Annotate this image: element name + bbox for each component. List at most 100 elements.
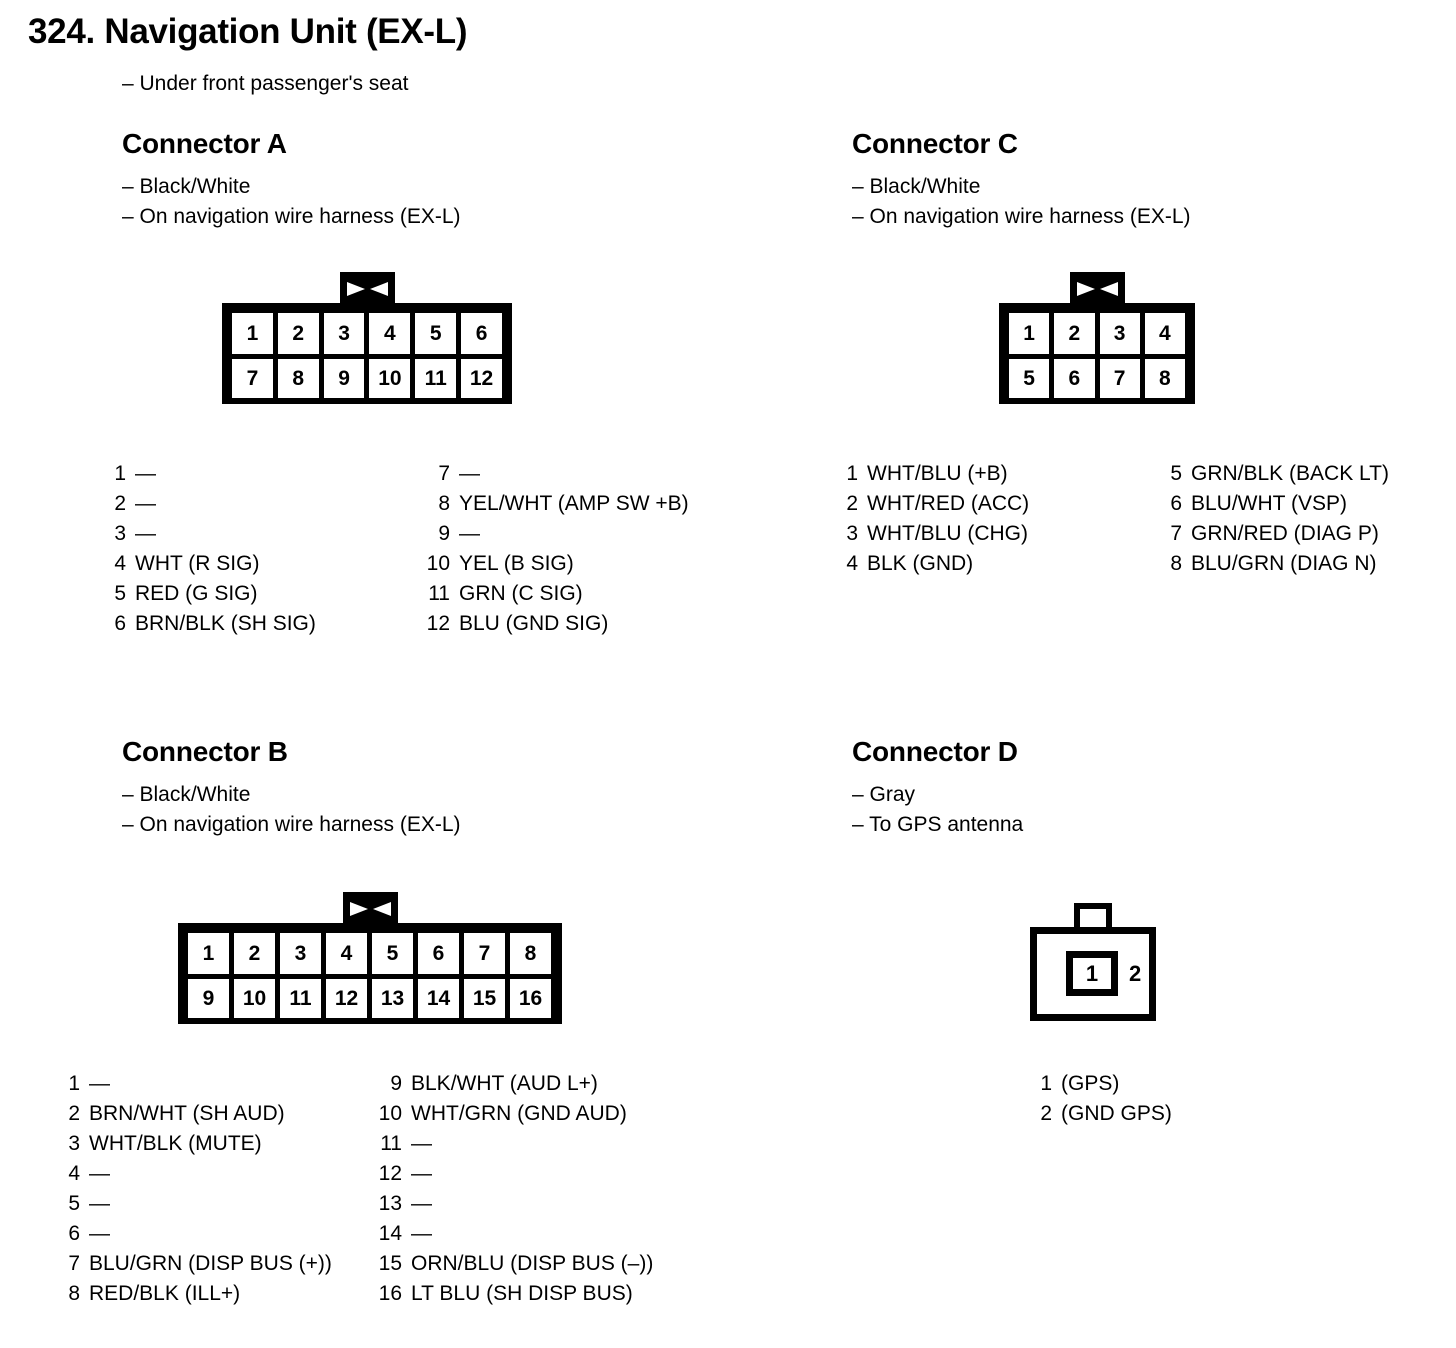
pin-number: 12	[426, 612, 450, 635]
pin-number: 3	[846, 522, 858, 545]
pin-cell: 6	[1054, 359, 1095, 398]
pin-line: 4—	[50, 1159, 332, 1189]
pin-description: YEL (B SIG)	[459, 552, 574, 575]
pin-description: —	[135, 492, 156, 515]
pin-cell: 14	[418, 979, 459, 1018]
pin-line: 12 BLU (GND SIG)	[420, 609, 689, 639]
connector-d-shell	[1030, 927, 1156, 1021]
coax-center-pin: 1	[1066, 951, 1118, 996]
pin-line: 2—	[96, 489, 316, 519]
pin-number: 6	[68, 1222, 80, 1245]
connector-b-title: Connector B	[122, 736, 288, 767]
pin-number: 3	[68, 1132, 80, 1155]
pin-description: —	[89, 1222, 110, 1245]
pin-cell: 4	[1144, 313, 1185, 354]
latch-tab-icon	[1070, 272, 1125, 305]
latch-tab-icon	[343, 892, 398, 925]
connector-a-note-location: – On navigation wire harness (EX-L)	[122, 205, 461, 228]
pin-description: WHT/GRN (GND AUD)	[411, 1102, 627, 1125]
pin-description: BRN/BLK (SH SIG)	[135, 612, 316, 635]
pin-number: 7	[1170, 522, 1182, 545]
pin-description: —	[411, 1132, 432, 1155]
pin-description: WHT/BLK (MUTE)	[89, 1132, 262, 1155]
connector-d-block: Connector D – Gray – To GPS antenna	[852, 736, 1023, 840]
connector-a-title: Connector A	[122, 128, 287, 159]
pin-line: 8 BLU/GRN (DIAG N)	[1152, 549, 1389, 579]
pin-line: 3 WHT/BLK (MUTE)	[50, 1129, 332, 1159]
pin-row: 1 2 3 4 5 6 7 8	[188, 933, 552, 974]
bowtie-latch-icon	[1077, 281, 1118, 296]
pin-description: LT BLU (SH DISP BUS)	[411, 1282, 633, 1305]
pin-cell: 3	[1099, 313, 1140, 354]
pin-description: —	[411, 1162, 432, 1185]
pin-line: 11—	[372, 1129, 653, 1159]
connector-c-diagram: 1 2 3 4 5 6 7 8	[999, 272, 1195, 404]
pin-cell: 10	[234, 979, 275, 1018]
pin-description: BLU (GND SIG)	[459, 612, 609, 635]
pin-cell: 15	[464, 979, 505, 1018]
pin-description: —	[459, 522, 480, 545]
connector-b-block: Connector B – Black/White – On navigatio…	[122, 736, 461, 840]
connector-c-title: Connector C	[852, 128, 1018, 159]
pin-number: 3	[114, 522, 126, 545]
pin-row: 5 6 7 8	[1009, 359, 1185, 398]
pin-number: 2	[1040, 1102, 1052, 1125]
pin-description: —	[135, 522, 156, 545]
pin-cell: 6	[461, 313, 502, 354]
pin-description: GRN/RED (DIAG P)	[1191, 522, 1379, 545]
pin-line: 2(GND GPS)	[1022, 1099, 1172, 1129]
pin-cell: 13	[372, 979, 413, 1018]
pin-number: 9	[390, 1072, 402, 1095]
pin-description: BLK (GND)	[867, 552, 974, 575]
pin-cell: 2	[1054, 313, 1095, 354]
pin-cell: 7	[232, 359, 273, 398]
pin-cell: 4	[369, 313, 411, 354]
pin-number: 12	[378, 1162, 402, 1185]
connector-a-note-color: – Black/White	[122, 175, 251, 198]
coax-latch-tab-icon	[1074, 903, 1112, 929]
pin-line: 7 GRN/RED (DIAG P)	[1152, 519, 1389, 549]
connector-d-note-location: – To GPS antenna	[852, 813, 1024, 836]
pin-cell: 2	[234, 933, 275, 974]
pin-number: 11	[428, 582, 450, 605]
pin-line: 16 LT BLU (SH DISP BUS)	[372, 1279, 653, 1309]
connector-d-notes: – Gray – To GPS antenna	[852, 780, 1023, 840]
pin-line: 9—	[420, 519, 689, 549]
pin-line: 1—	[96, 459, 316, 489]
pin-number: 8	[1170, 552, 1182, 575]
coax-shield-pin-label: 2	[1129, 961, 1142, 986]
pin-cell: 5	[415, 313, 457, 354]
connector-c-block: Connector C – Black/White – On navigatio…	[852, 128, 1191, 232]
pin-number: 4	[68, 1162, 80, 1185]
pin-cell: 1	[232, 313, 273, 354]
pin-description: —	[89, 1192, 110, 1215]
pin-number: 16	[378, 1282, 402, 1305]
pin-number: 15	[378, 1252, 402, 1275]
connector-d-pinlist: 1(GPS) 2(GND GPS)	[1022, 1069, 1172, 1129]
pin-line: 7—	[420, 459, 689, 489]
pin-cell: 8	[1144, 359, 1185, 398]
pin-description: —	[459, 462, 480, 485]
connector-a-block: Connector A – Black/White – On navigatio…	[122, 128, 461, 232]
pin-description: BLK/WHT (AUD L+)	[411, 1072, 598, 1095]
pin-description: BLU/GRN (DIAG N)	[1191, 552, 1377, 575]
pin-description: BRN/WHT (SH AUD)	[89, 1102, 285, 1125]
pin-description: GRN/BLK (BACK LT)	[1191, 462, 1389, 485]
pin-cell: 3	[323, 313, 365, 354]
pin-number: 1	[114, 462, 126, 485]
connector-d-diagram: 1 2	[1030, 903, 1170, 1021]
connector-b-notes: – Black/White – On navigation wire harne…	[122, 780, 461, 840]
pin-number: 7	[438, 462, 450, 485]
connector-d-title: Connector D	[852, 736, 1018, 767]
